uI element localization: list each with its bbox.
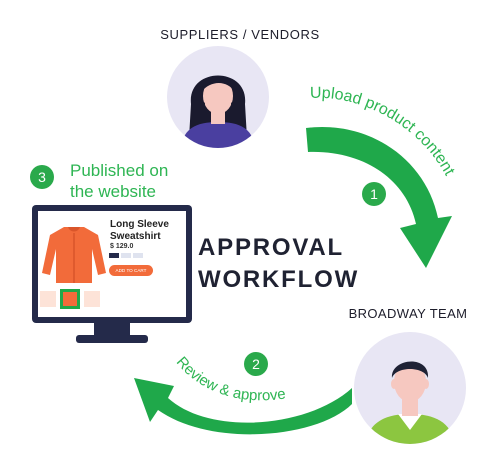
title-line-1: APPROVAL xyxy=(198,234,344,261)
published-label-line-2: the website xyxy=(70,182,156,201)
upload-label-svg: Upload product content xyxy=(310,85,458,179)
product-name-line-1: Long Sleeve xyxy=(110,219,169,230)
published-label: Published on the website xyxy=(70,160,168,202)
monitor-icon xyxy=(32,205,192,343)
team-avatar xyxy=(354,332,466,444)
step-2-badge: 2 xyxy=(244,352,268,376)
product-name: Long Sleeve Sweatshirt xyxy=(110,219,169,243)
step-3-badge: 3 xyxy=(30,165,54,189)
published-label-line-1: Published on xyxy=(70,161,169,180)
review-arrow xyxy=(134,378,352,435)
svg-text:Review & approve: Review & approve xyxy=(173,354,287,405)
upload-label: Upload product content xyxy=(310,85,458,179)
suppliers-label: SUPPLIERS / VENDORS xyxy=(160,27,320,42)
step-1-badge: 1 xyxy=(362,182,386,206)
upload-arrow xyxy=(306,126,452,268)
team-label: BROADWAY TEAM xyxy=(348,306,468,321)
diagram-title: APPROVAL WORKFLOW xyxy=(198,232,368,296)
supplier-avatar xyxy=(167,46,269,148)
product-price: $ 129.0 xyxy=(110,243,134,250)
add-to-cart-button[interactable]: ADD TO CART xyxy=(109,265,153,276)
review-label: Review & approve xyxy=(173,354,287,405)
sweatshirt-image xyxy=(42,227,106,283)
product-name-line-2: Sweatshirt xyxy=(110,231,161,242)
title-line-2: WORKFLOW xyxy=(198,266,360,293)
svg-text:Upload product content: Upload product content xyxy=(310,85,458,179)
